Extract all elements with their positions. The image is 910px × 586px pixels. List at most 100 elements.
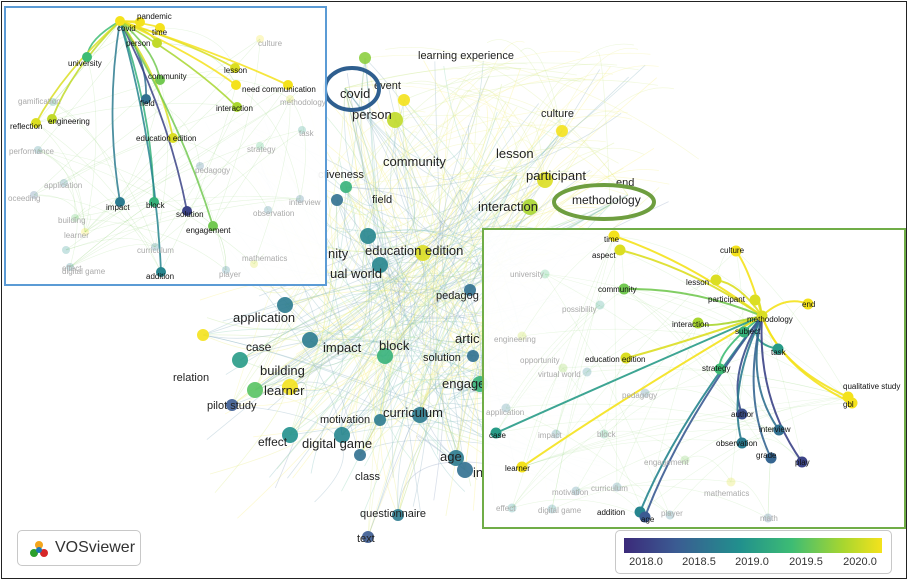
inset-node[interactable] <box>639 511 651 523</box>
inset-node-label[interactable]: task <box>771 348 787 357</box>
inset-node[interactable] <box>141 94 151 104</box>
inset-node-label[interactable]: opportunity <box>520 356 560 365</box>
inset-node-label[interactable]: case <box>489 431 506 440</box>
network-node[interactable] <box>522 199 538 215</box>
node-label[interactable]: digital game <box>302 436 372 451</box>
inset-node-label[interactable]: digital game <box>62 267 106 276</box>
inset-node-label[interactable]: pedagogy <box>195 166 230 175</box>
network-node[interactable] <box>467 350 479 362</box>
inset-node-label[interactable]: solution <box>176 210 204 219</box>
inset-node[interactable] <box>714 363 726 375</box>
inset-node-label[interactable]: participant <box>708 295 746 304</box>
inset-node[interactable] <box>222 266 230 274</box>
inset-node-label[interactable]: culture <box>258 39 283 48</box>
inset-node[interactable] <box>81 228 89 236</box>
network-node[interactable] <box>398 94 410 106</box>
node-label[interactable]: interaction <box>478 199 538 214</box>
inset-node-label[interactable]: education edition <box>136 134 197 143</box>
node-label[interactable]: education edition <box>365 243 463 258</box>
inset-node-label[interactable]: pedagogy <box>622 391 657 400</box>
inset-node-label[interactable]: digital game <box>538 506 582 515</box>
inset-node-label[interactable]: communication <box>262 85 316 94</box>
network-node[interactable] <box>359 52 371 64</box>
inset-node-label[interactable]: culture <box>720 246 745 255</box>
node-label[interactable]: community <box>383 154 446 169</box>
inset-node[interactable] <box>283 80 293 90</box>
inset-node[interactable] <box>168 133 178 143</box>
node-label[interactable]: engage <box>442 376 485 391</box>
inset-node-label[interactable]: field <box>140 99 155 108</box>
node-label[interactable]: artic <box>455 331 480 346</box>
inset-node-label[interactable]: impact <box>538 431 562 440</box>
node-label[interactable]: block <box>379 338 410 353</box>
inset-node-label[interactable]: time <box>604 235 620 244</box>
inset-node[interactable] <box>558 363 568 373</box>
inset-node-label[interactable]: grade <box>756 451 777 460</box>
inset-node[interactable] <box>595 300 605 310</box>
inset-node[interactable] <box>772 343 784 355</box>
inset-node-label[interactable]: observation <box>716 439 757 448</box>
inset-node[interactable] <box>62 246 70 254</box>
inset-node-label[interactable]: block <box>597 430 617 439</box>
inset-node[interactable] <box>612 482 622 492</box>
inset-node-label[interactable]: person <box>126 39 150 48</box>
inset-node-label[interactable]: university <box>68 59 102 68</box>
node-label[interactable]: methodology <box>572 193 641 207</box>
network-node[interactable] <box>282 379 298 395</box>
inset-node-label[interactable]: block <box>146 201 166 210</box>
inset-node[interactable] <box>680 455 690 465</box>
inset-node[interactable] <box>250 260 258 268</box>
inset-node[interactable] <box>692 317 704 329</box>
node-label[interactable]: pedagog <box>436 290 479 302</box>
network-node[interactable] <box>226 399 238 411</box>
node-label[interactable]: culture <box>541 108 574 120</box>
inset-node-label[interactable]: motivation <box>552 488 588 497</box>
inset-node-label[interactable]: building <box>58 216 86 225</box>
network-node[interactable] <box>282 427 298 443</box>
inset-node[interactable] <box>286 95 294 103</box>
inset-node[interactable] <box>156 267 166 277</box>
node-label[interactable]: case <box>246 340 272 354</box>
inset-node[interactable] <box>152 38 162 48</box>
inset-node[interactable] <box>155 23 165 33</box>
inset-node-label[interactable]: curriculum <box>137 246 174 255</box>
node-label[interactable]: building <box>260 363 305 378</box>
inset-node[interactable] <box>256 35 264 43</box>
inset-node[interactable] <box>264 206 272 214</box>
inset-node-label[interactable]: reflection <box>10 122 42 131</box>
node-label[interactable]: impact <box>323 340 362 355</box>
inset-node[interactable] <box>115 16 125 26</box>
inset-node-label[interactable]: virtual world <box>538 370 581 379</box>
inset-node[interactable] <box>60 179 68 187</box>
node-label[interactable]: field <box>372 194 392 206</box>
inset-node[interactable] <box>149 197 159 207</box>
inset-node-label[interactable]: task <box>299 129 315 138</box>
inset-node[interactable] <box>736 408 748 420</box>
inset-node[interactable] <box>796 456 808 468</box>
inset-node-label[interactable]: engineering <box>494 335 536 344</box>
inset-node-label[interactable]: end <box>802 300 815 309</box>
inset-node[interactable] <box>749 294 761 306</box>
inset-node-label[interactable]: mathematics <box>704 489 749 498</box>
node-label[interactable]: participant <box>526 168 586 183</box>
inset-node[interactable] <box>547 504 557 514</box>
inset-node[interactable] <box>599 429 609 439</box>
network-node[interactable] <box>556 125 568 137</box>
inset-node-label[interactable]: pandemic <box>137 12 172 21</box>
inset-node[interactable] <box>618 283 630 295</box>
node-label[interactable]: pilot study <box>207 400 257 412</box>
inset-node[interactable] <box>726 477 736 487</box>
node-label[interactable]: learner <box>264 383 305 398</box>
node-label[interactable]: age <box>440 449 462 464</box>
inset-node-label[interactable]: author <box>731 410 754 419</box>
network-node[interactable] <box>197 329 209 341</box>
inset-node[interactable] <box>665 510 675 520</box>
network-node[interactable] <box>277 297 293 313</box>
inset-node-label[interactable]: application <box>44 181 82 190</box>
inset-node-label[interactable]: mathematics <box>242 254 287 263</box>
inset-node-label[interactable]: lesson <box>686 278 709 287</box>
inset-node[interactable] <box>517 331 527 341</box>
inset-node-label[interactable]: methodology <box>280 98 326 107</box>
inset-node[interactable] <box>208 221 218 231</box>
